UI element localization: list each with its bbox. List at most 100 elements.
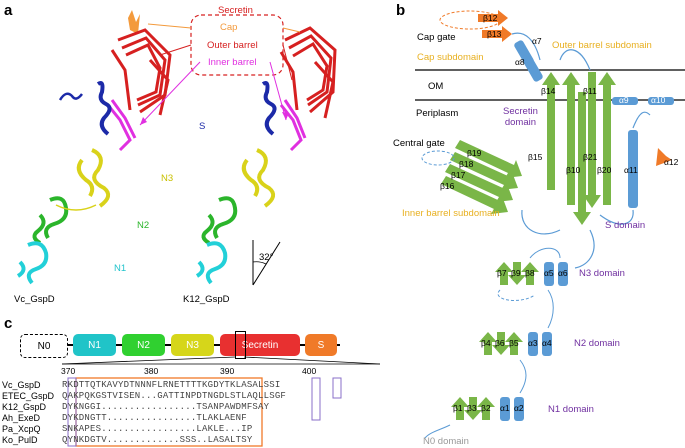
b10-label: β10 [566, 165, 581, 175]
b6-label: β6 [495, 338, 505, 348]
k12-n3 [241, 148, 276, 208]
seq-ko: QYNKDGTV.............SSS..LASALTSY [62, 435, 253, 445]
ruler-380: 380 [144, 366, 159, 376]
label-n2: N2 [137, 220, 150, 231]
domain-n3: N3 [171, 334, 214, 356]
vc-n1 [16, 241, 49, 285]
n1-domain-label: N1 domain [548, 404, 594, 415]
label-n3: N3 [161, 173, 174, 184]
seq-name-k12: K12_GspD [2, 402, 47, 412]
cap-gate-label: Cap gate [417, 32, 456, 43]
b21-label: β21 [583, 152, 598, 162]
ruler-390: 390 [220, 366, 235, 376]
b7-label: β7 [497, 268, 507, 278]
b19-label: β19 [467, 148, 482, 158]
legend-outer-barrel: Outer barrel [207, 40, 258, 51]
om-label: OM [428, 81, 444, 92]
seq-name-pa: Pa_XcpQ [2, 424, 41, 434]
k12-s-helix [261, 81, 277, 136]
k12-outer-barrel [279, 26, 337, 119]
seq-ah: DYKDNGTT................TLAKLAENF [62, 413, 247, 423]
periplasm-label: Periplasm [416, 108, 459, 119]
seq-name-ah: Ah_ExeD [2, 413, 41, 423]
a10-label: α10 [651, 95, 666, 105]
b13-strand [482, 26, 512, 42]
panel-b-label: b [396, 2, 406, 19]
b1-label: β1 [453, 403, 463, 413]
seq-k12: DYKNGGI.................TSANPAWDMFSAY [62, 402, 270, 412]
vc-inner-barrel [106, 99, 137, 152]
n1-domain-elements [424, 359, 527, 439]
seq-name-ko: Ko_PulD [2, 435, 38, 445]
legend-cap: Cap [220, 22, 238, 33]
a5-label: α5 [544, 268, 554, 278]
a9-helix [612, 97, 638, 105]
outer-barrel-strands [542, 72, 616, 225]
seq-vc: RKDTTQTKAVYDTNNNFLRNETTTTKGDYTKLASALSSI [62, 380, 281, 390]
b20-label: β20 [597, 165, 612, 175]
k12-n1 [195, 241, 228, 285]
k12-inner-barrel [279, 99, 307, 152]
k12-n2 [201, 196, 238, 245]
label-k12-gspd: K12_GspD [183, 294, 230, 305]
panel-a-label: a [4, 2, 13, 19]
legend-inner-barrel: Inner barrel [208, 57, 257, 68]
b3-label: β3 [467, 403, 477, 413]
vc-n2 [32, 196, 69, 245]
panel-c-label: c [4, 315, 13, 332]
n2-domain-label: N2 domain [574, 338, 620, 349]
a12-helix [656, 148, 672, 166]
outer-barrel-subdomain-label: Outer barrel subdomain [552, 40, 652, 51]
a4-label: α4 [542, 338, 552, 348]
b8-label: β8 [525, 268, 535, 278]
domain-n1: N1 [73, 334, 116, 356]
a1-label: α1 [500, 403, 510, 413]
secretin-domain-label: Secretin domain [503, 106, 538, 128]
vc-s-helix [96, 81, 112, 136]
b14-label: β14 [541, 86, 556, 96]
b17-label: β17 [451, 170, 466, 180]
vc-outer-barrel [110, 28, 172, 116]
angle-tilted [252, 241, 281, 286]
b2-label: β2 [481, 403, 491, 413]
n2-domain-elements [479, 289, 554, 356]
legend-secretin: Secretin [218, 5, 253, 16]
seq-etec: QAKPQKGSTVISEN...GATTINPDTNGDLSTLAQLLSGF [62, 391, 287, 401]
a3-label: α3 [528, 338, 538, 348]
vc-cap [128, 10, 140, 34]
label-vc-gspd: Vc_GspD [14, 294, 55, 305]
a12-label: α12 [664, 157, 679, 167]
zoom-box [235, 331, 246, 359]
k12-gspd-structure [195, 26, 337, 285]
a11-helix [628, 130, 638, 208]
angle-label: 32° [259, 252, 274, 263]
n3-domain-elements [495, 247, 568, 301]
b16-label: β16 [440, 181, 455, 191]
inner-barrel-strands [441, 140, 522, 214]
domain-secretin: Secretin [220, 334, 300, 356]
central-gate-label: Central gate [393, 138, 445, 149]
label-s: S [199, 121, 206, 132]
ruler-370: 370 [61, 366, 76, 376]
b13-label: β13 [487, 29, 502, 39]
seq-name-vc: Vc_GspD [2, 380, 41, 390]
a9-label: α9 [619, 95, 629, 105]
a10-helix [648, 97, 674, 105]
b11-label: β11 [583, 86, 597, 96]
ruler-400: 400 [302, 366, 317, 376]
b12-label: β12 [483, 13, 498, 23]
n0-domain-label: N0 domain [423, 436, 469, 447]
vc-gspd-structure [16, 10, 172, 285]
b15-label: β15 [528, 152, 543, 162]
b9-label: β9 [511, 268, 521, 278]
domain-n2: N2 [122, 334, 165, 356]
b4-label: β4 [481, 338, 491, 348]
b12-strand [478, 10, 508, 26]
b5-label: β5 [509, 338, 519, 348]
vc-n3 [76, 148, 111, 208]
domain-n0: N0 [20, 334, 68, 358]
domain-s: S [305, 334, 337, 356]
